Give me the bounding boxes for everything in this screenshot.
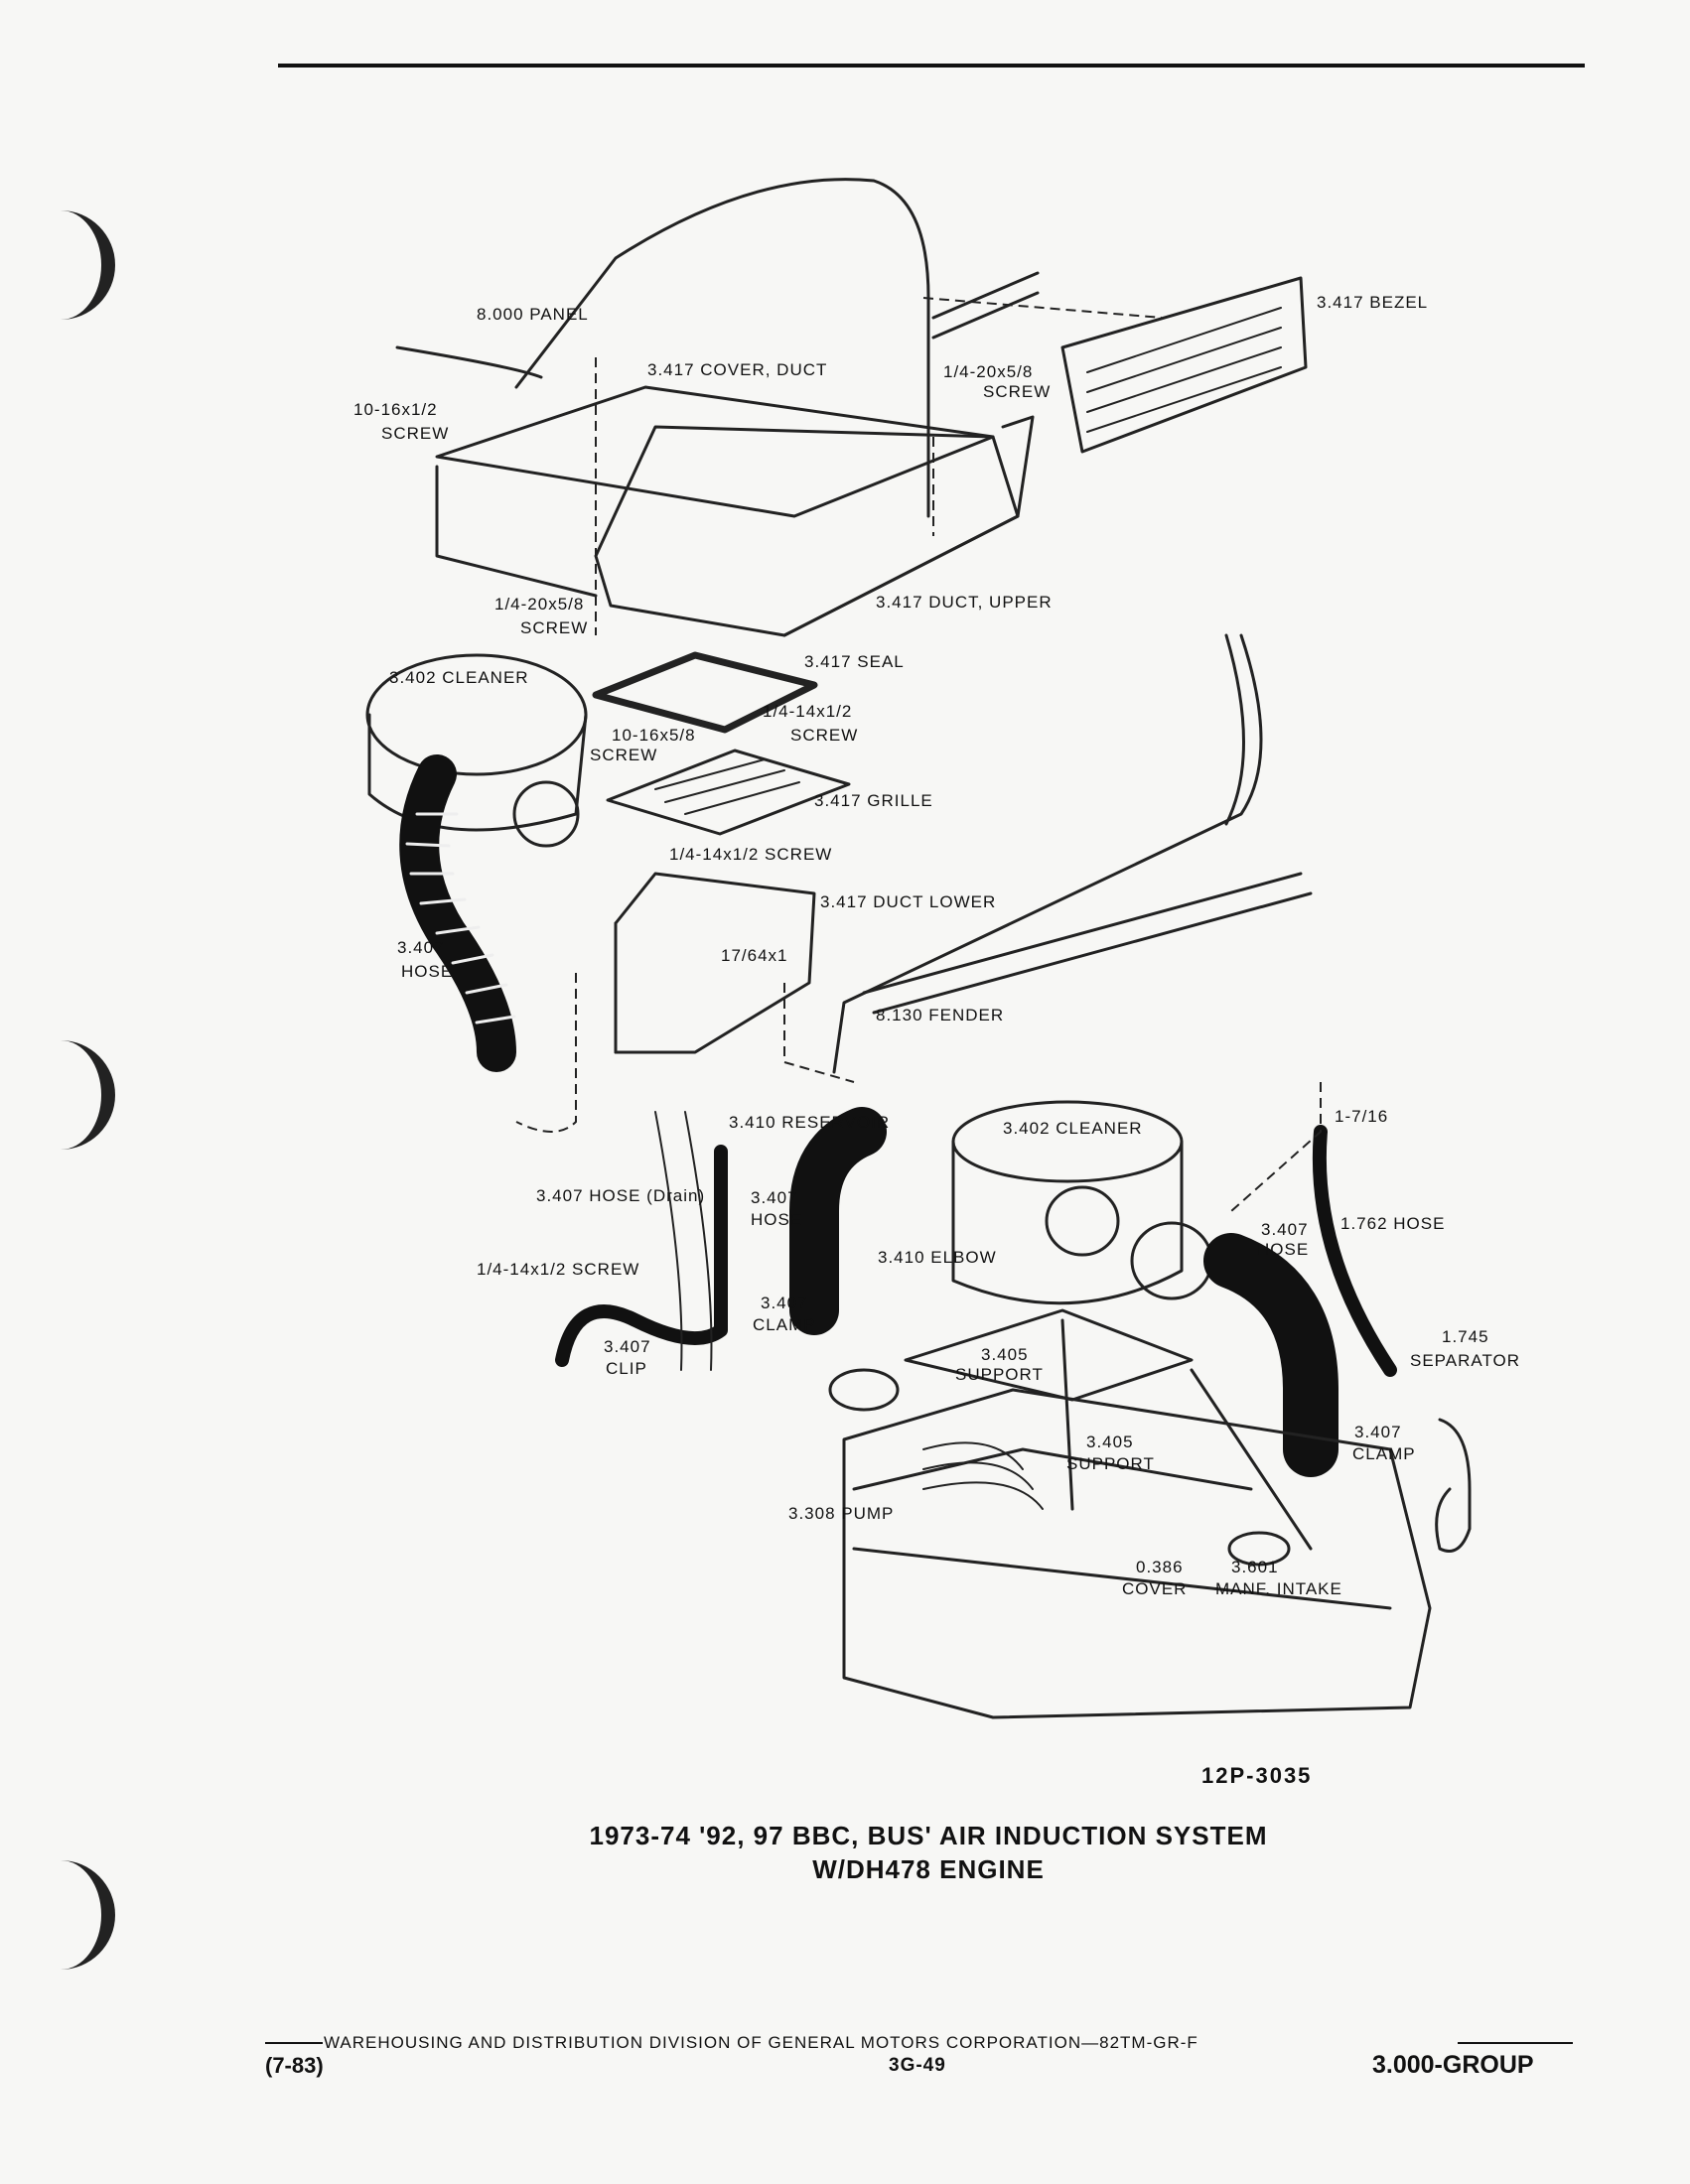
part-label-screw-a: SCREW bbox=[983, 382, 1051, 401]
cleaner-right-body bbox=[951, 1100, 1184, 1183]
part-label-support-a-num: 3.405 bbox=[981, 1345, 1029, 1364]
part-label-bezel: 3.417 BEZEL bbox=[1317, 293, 1428, 312]
footer-group: 3.000-GROUP bbox=[1372, 2051, 1534, 2079]
part-label-support-b: SUPPORT bbox=[1066, 1454, 1155, 1473]
part-label-screw-a-size: 1/4-20x5/8 bbox=[943, 362, 1033, 381]
part-label-screw-c-size: 1/4-20x5/8 bbox=[494, 595, 584, 614]
part-label-hose-drain: 3.407 HOSE (Drain) bbox=[536, 1186, 705, 1205]
footer-rule-right bbox=[1458, 2042, 1573, 2044]
part-label-screw-e-size: 10-16x5/8 bbox=[612, 726, 696, 745]
diagram-title: 1973-74 '92, 97 BBC, BUS' AIR INDUCTION … bbox=[589, 1821, 1268, 1850]
duct-flange bbox=[435, 465, 598, 598]
part-label-dim-17-64: 17/64x1 bbox=[721, 946, 788, 965]
diagram-subtitle: W/DH478 ENGINE bbox=[812, 1854, 1045, 1884]
hose-drain-body bbox=[555, 1145, 728, 1367]
part-label-duct-lower: 3.417 DUCT LOWER bbox=[820, 892, 996, 911]
panel-edge bbox=[395, 345, 543, 379]
footer-publisher: WAREHOUSING AND DISTRIBUTION DIVISION OF… bbox=[324, 2033, 1198, 2052]
header-rule bbox=[278, 64, 1585, 68]
hose-left-body bbox=[399, 754, 516, 1072]
part-label-support-a: SUPPORT bbox=[955, 1365, 1044, 1384]
part-label-cleaner-right: 3.402 CLEANER bbox=[1003, 1119, 1143, 1138]
hose-1762-body bbox=[1312, 1125, 1397, 1377]
duct-upper-side bbox=[782, 415, 1035, 637]
part-label-manf: MANF. INTAKE bbox=[1215, 1579, 1342, 1598]
part-label-cover: COVER bbox=[1122, 1579, 1187, 1598]
figure-reference: 12P-3035 bbox=[1201, 1763, 1313, 1788]
hose-right-body bbox=[1203, 1233, 1338, 1477]
part-label-separator: SEPARATOR bbox=[1410, 1351, 1520, 1370]
part-label-cover-duct: 3.417 COVER, DUCT bbox=[647, 360, 827, 379]
grille-outline bbox=[606, 749, 851, 836]
part-label-manf-num: 3.601 bbox=[1231, 1558, 1279, 1576]
part-label-cover-num: 0.386 bbox=[1136, 1558, 1184, 1576]
separator-body bbox=[1435, 1418, 1472, 1553]
part-label-pump: 3.308 PUMP bbox=[788, 1504, 894, 1523]
part-label-clip: CLIP bbox=[606, 1359, 647, 1378]
part-label-screw-b-size: 10-16x1/2 bbox=[353, 400, 438, 419]
support-b-frame bbox=[1060, 1318, 1313, 1551]
duct-cover bbox=[435, 385, 995, 518]
part-label-elbow: 3.410 ELBOW bbox=[878, 1248, 997, 1267]
part-label-screw-f: 1/4-14x1/2 SCREW bbox=[669, 845, 832, 864]
support-a-frame bbox=[904, 1308, 1194, 1402]
part-label-support-b-num: 3.405 bbox=[1086, 1433, 1134, 1451]
part-label-hose-mid-num: 3.407 bbox=[751, 1188, 798, 1207]
part-label-hose-right-num: 3.407 bbox=[1261, 1220, 1309, 1239]
part-label-grille: 3.417 GRILLE bbox=[814, 791, 933, 810]
part-label-screw-c: SCREW bbox=[520, 618, 588, 637]
part-label-screw-b: SCREW bbox=[381, 424, 449, 443]
part-label-hose-right: HOSE bbox=[1257, 1240, 1309, 1259]
part-label-duct-upper: 3.417 DUCT, UPPER bbox=[876, 593, 1053, 612]
panel-outline bbox=[514, 178, 930, 518]
part-label-clamp-mid-num: 3.407 bbox=[761, 1294, 808, 1312]
part-label-screw-e: SCREW bbox=[590, 746, 657, 764]
part-label-clamp-right: CLAMP bbox=[1352, 1444, 1416, 1463]
part-label-clamp-right-num: 3.407 bbox=[1354, 1423, 1402, 1441]
fender-outline bbox=[832, 633, 1263, 1074]
part-label-clamp-mid: CLAMP bbox=[753, 1315, 816, 1334]
part-label-size-1-7-16: 1-7/16 bbox=[1335, 1107, 1388, 1126]
part-label-hose-1762: 1.762 HOSE bbox=[1340, 1214, 1445, 1233]
seal-outline bbox=[592, 651, 818, 734]
engine-block bbox=[842, 1388, 1432, 1719]
part-label-hose-mid: HOSE bbox=[751, 1210, 802, 1229]
part-label-hose-left: HOSE bbox=[401, 962, 453, 981]
part-label-clip-num: 3.407 bbox=[604, 1337, 651, 1356]
part-label-cleaner-left: 3.402 CLEANER bbox=[389, 668, 529, 687]
part-label-sep-num: 1.745 bbox=[1442, 1327, 1489, 1346]
part-label-screw-d: SCREW bbox=[790, 726, 858, 745]
hose-mid-body bbox=[789, 1107, 887, 1335]
part-label-panel: 8.000 PANEL bbox=[477, 305, 589, 324]
footer-date: (7-83) bbox=[265, 2053, 324, 2078]
part-label-screw-g: 1/4-14x1/2 SCREW bbox=[477, 1260, 639, 1279]
part-label-seal: 3.417 SEAL bbox=[804, 652, 905, 671]
bezel-outline bbox=[1060, 276, 1308, 454]
footer-page-number: 3G-49 bbox=[889, 2055, 946, 2076]
part-label-fender: 8.130 FENDER bbox=[876, 1006, 1004, 1024]
part-label-reservoir: 3.410 RESERVOIR bbox=[729, 1113, 890, 1132]
part-label-hose-left-num: 3.407 bbox=[397, 938, 445, 957]
footer-rule-left bbox=[265, 2042, 323, 2044]
part-label-screw-d-size: 1/4-14x1/2 bbox=[763, 702, 852, 721]
